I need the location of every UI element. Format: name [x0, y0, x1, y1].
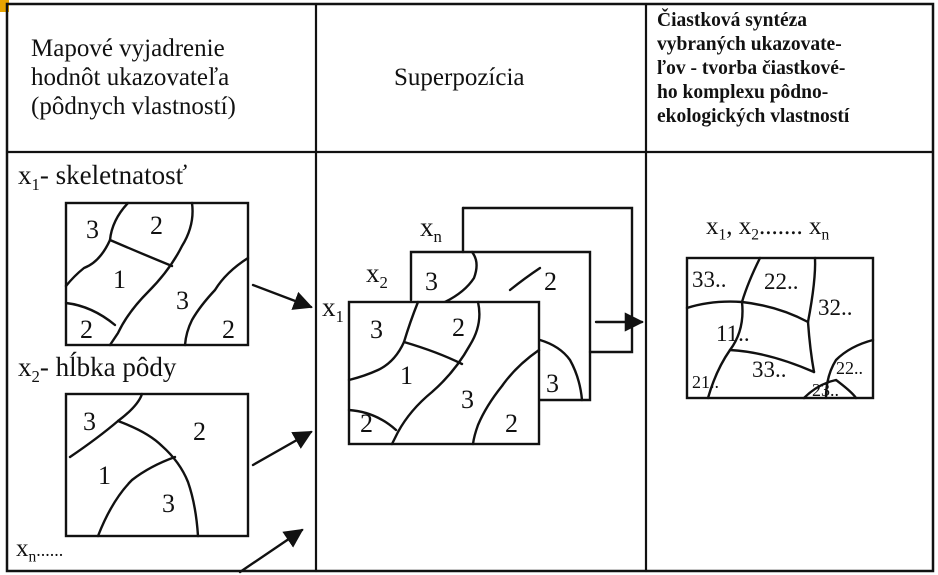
table-grid	[5, 2, 935, 573]
region-value: 33..	[692, 267, 727, 292]
region-value: 2	[360, 409, 373, 438]
header-col3-line: vybraných ukazovate-	[657, 34, 842, 55]
header-col3-line: ho komplexu pôdno-	[657, 82, 829, 103]
map-x2	[64, 392, 250, 538]
synthesis-label: x1, x2....... xn	[706, 213, 830, 244]
region-value: 1	[400, 361, 413, 390]
region-value: 2	[80, 315, 93, 344]
layer-label-xn: xn	[420, 212, 442, 246]
region-value: 3	[83, 407, 96, 436]
header-col3-line: ekologických vlastností	[657, 106, 850, 127]
region-value: 2	[150, 211, 163, 240]
header-col1: Mapové vyjadrenie hodnôt ukazovateľa (pô…	[31, 34, 236, 121]
region-value: 3	[86, 215, 99, 244]
region-value: 3	[546, 369, 559, 398]
region-value: 3	[425, 267, 438, 296]
header-col1-line: hodnôt ukazovateľa	[31, 64, 230, 91]
region-value: 2	[452, 313, 465, 342]
region-value: 2	[222, 315, 235, 344]
label-x2: x2- hĺbka pôdy	[18, 352, 177, 386]
region-value: 11..	[716, 321, 750, 346]
layer-x1	[347, 300, 541, 446]
header-col3: Čiastková syntéza vybraných ukazovate- ľ…	[657, 9, 849, 129]
region-value: 33..	[752, 357, 787, 382]
map-x1	[64, 201, 250, 347]
header-col3-line: ľov - tvorba čiastkové-	[657, 58, 846, 79]
region-value: 1	[98, 461, 111, 490]
layer-xn	[461, 206, 634, 354]
header-col2: Superpozícia	[394, 64, 525, 91]
layer-label-x2: x2	[366, 258, 388, 292]
region-value: 2	[505, 409, 518, 438]
region-value: 23..	[812, 380, 839, 400]
region-value: 3	[176, 286, 189, 315]
header-col3-line: Čiastková syntéza	[657, 10, 808, 31]
region-value: 21..	[692, 372, 719, 392]
region-value: 3	[461, 385, 474, 414]
region-value: 1	[113, 265, 126, 294]
region-value: 3	[162, 489, 175, 518]
header-col1-line: Mapové vyjadrenie	[31, 35, 225, 62]
label-xn: xn......	[16, 535, 64, 566]
layer-label-x1: x1	[322, 292, 344, 326]
region-value: 2	[193, 417, 206, 446]
arrows-col1	[238, 283, 313, 574]
region-value: 32..	[818, 295, 853, 320]
region-value: 2	[544, 267, 557, 296]
synthesis-map	[685, 256, 875, 400]
layer-x2	[409, 250, 592, 402]
region-value: 3	[370, 315, 383, 344]
label-x1: x1- skeletnatosť	[18, 160, 188, 194]
corner-accent	[0, 0, 9, 12]
region-value: 22..	[836, 358, 863, 378]
header-col1-line: (pôdnych vlastností)	[31, 93, 236, 120]
region-value: 22..	[764, 269, 799, 294]
